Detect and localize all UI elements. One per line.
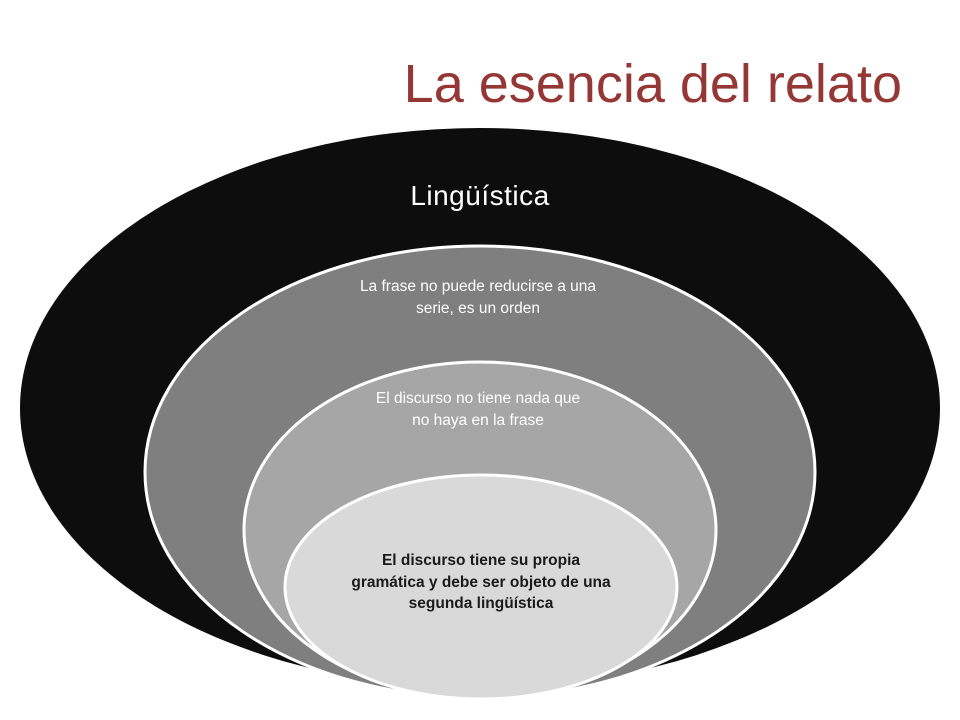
label-frase-orden: La frase no puede reducirse a una serie,… <box>359 278 597 317</box>
oval-segunda-linguistica <box>283 473 679 701</box>
label-discurso-frase: El discurso no tiene nada que no haya en… <box>375 390 581 429</box>
label-linguistica: Lingüística <box>410 180 550 211</box>
label-segunda-linguistica: El discurso tiene su propia gramática y … <box>351 552 611 613</box>
slide-title: La esencia del relato <box>403 54 902 114</box>
